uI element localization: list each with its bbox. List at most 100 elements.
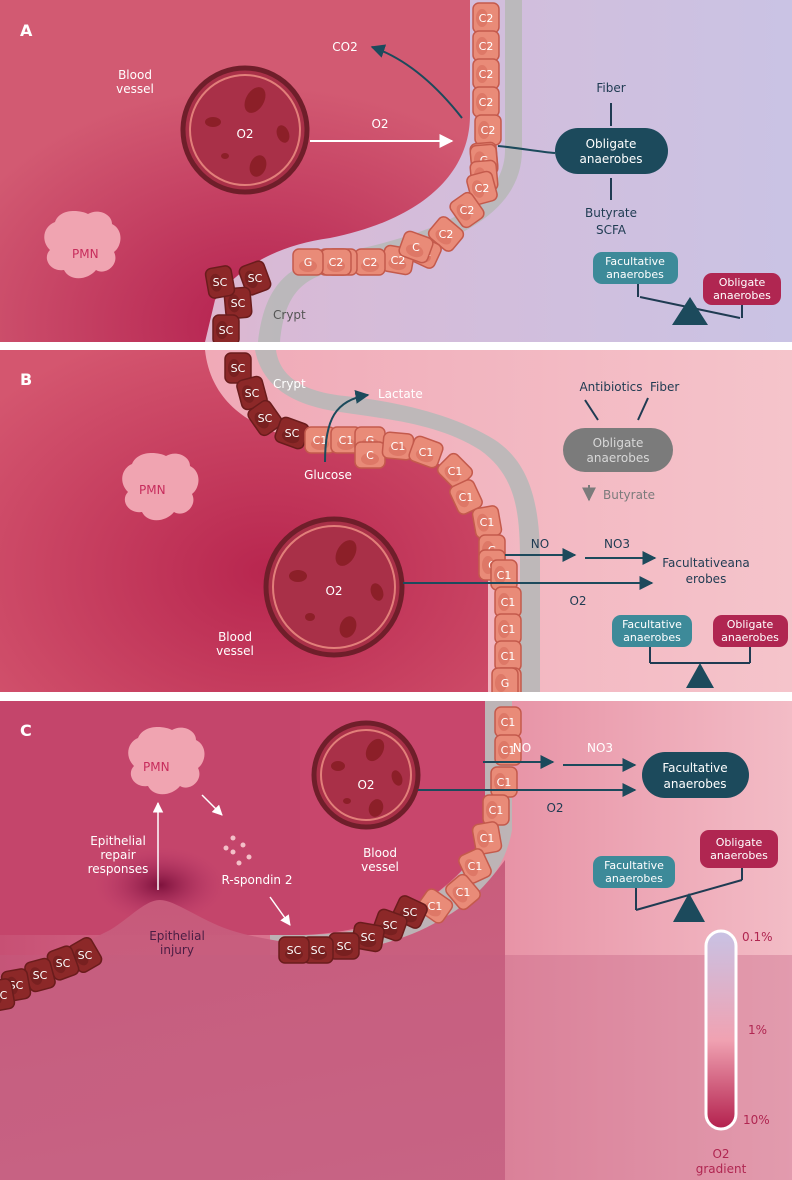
scale-label-line1: O2 <box>712 1147 729 1161</box>
co2-label-a: CO2 <box>332 40 357 54</box>
repair-label-c-line1: Epithelial <box>90 834 146 848</box>
cell-label: C1 <box>448 465 463 478</box>
epithelial-cell <box>0 978 16 1012</box>
facultative-pill-a-line1: Facultative <box>605 255 665 268</box>
o2-arrow-label-a: O2 <box>371 117 388 131</box>
pmn-label-b: PMN <box>139 483 166 497</box>
repair-label-c-line3: responses <box>88 862 149 876</box>
cell-label: C2 <box>460 204 475 217</box>
epithelial-cell <box>416 888 454 924</box>
obligate-pill-c <box>700 830 778 868</box>
blood-vessel-label-b-line1: Blood <box>218 630 252 644</box>
obligate-anaerobes-pill-a-line2: anaerobes <box>580 152 643 166</box>
pmn-to-rspondin-arrow-c <box>201 794 223 816</box>
cell-label: SC <box>245 387 260 400</box>
cell-label: C2 <box>391 254 406 267</box>
no3-label-b: NO3 <box>604 537 630 551</box>
lumen-mound-c <box>0 860 505 1180</box>
injury-label-c-line2: injury <box>160 943 194 957</box>
cell-label: C1 <box>501 623 516 636</box>
obligate-anaerobes-pill-b-line2: anaerobes <box>587 451 650 465</box>
blood-vessel-label-a-line1: Blood <box>118 68 152 82</box>
cell-label: C1 <box>313 434 328 447</box>
epithelial-cell <box>427 216 465 252</box>
cell-label: C <box>366 449 374 462</box>
cell-label: SC <box>0 989 8 1002</box>
scale-mid-label: 1% <box>748 1023 767 1037</box>
butyrate-label-a: Butyrate <box>585 206 637 220</box>
cell-label: C <box>412 241 420 254</box>
mucus-layer-b <box>255 350 540 692</box>
balance-b <box>649 645 751 688</box>
epithelial-cell <box>494 706 522 738</box>
obligate-pill-b-line1: Obligate <box>727 618 774 631</box>
separator-bc <box>0 692 792 701</box>
cell-label: C2 <box>479 96 494 109</box>
injury-glow-c <box>95 847 225 923</box>
lumen-shade-c <box>0 955 792 1180</box>
epithelial-cell <box>436 452 474 490</box>
cell-label: C1 <box>501 744 516 757</box>
facultative-anaerobes-pill-c-line1: Facultative <box>662 761 727 775</box>
obligate-pill-a-line1: Obligate <box>719 276 766 289</box>
cell-label: C1 <box>456 886 471 899</box>
mucus-layer-a <box>258 0 522 342</box>
fiber-line-b <box>637 397 649 421</box>
blood-vessel-label-a-line2: vessel <box>116 82 154 96</box>
vessel-o2-label-c: O2 <box>357 778 374 792</box>
cell-label: C1 <box>419 446 434 459</box>
cell-label: C1 <box>391 440 406 453</box>
epithelial-cell <box>381 431 415 461</box>
red-blood-cells-a <box>205 87 290 177</box>
vessel-o2-label-b: O2 <box>325 584 342 598</box>
facultative-pill-c-line1: Facultative <box>604 859 664 872</box>
obligate-anaerobes-pill-a <box>555 128 668 174</box>
epithelial-cell <box>212 314 240 342</box>
vessel-o2-label-a: O2 <box>236 127 253 141</box>
cell-label: SC <box>56 957 71 970</box>
cell-label: C1 <box>468 860 483 873</box>
repair-label-c-line2: repair <box>100 848 135 862</box>
cell-label: SC <box>383 919 398 932</box>
lactate-label-b: Lactate <box>378 387 423 401</box>
epithelial-cell <box>408 435 444 469</box>
epithelial-cell <box>471 821 503 855</box>
pmn-a <box>44 211 121 279</box>
epithelial-cell <box>236 375 268 411</box>
glucose-label-b: Glucose <box>304 468 352 482</box>
epithelial-cell <box>224 352 252 384</box>
cell-label: C1 <box>501 596 516 609</box>
pmn-label-c: PMN <box>143 760 170 774</box>
epithelium-a: C2C2C2C2C2C2GCC2C2C2C2C2C2GCC2GCSCSCSCSC <box>204 2 502 342</box>
cell-label: G <box>304 256 313 269</box>
cell-label: SC <box>285 427 300 440</box>
cell-label: SC <box>231 362 246 375</box>
cell-label: C2 <box>329 256 344 269</box>
red-blood-cells-c <box>331 738 403 817</box>
blood-vessel-label-c-line2: vessel <box>361 860 399 874</box>
cell-label: C1 <box>428 900 443 913</box>
cell-label: SC <box>33 969 48 982</box>
cell-label: C1 <box>339 434 354 447</box>
no-label-c: NO <box>513 741 531 755</box>
o2-gradient-scale <box>704 929 738 1131</box>
blood-vessel-a <box>180 65 310 195</box>
cell-label: C2 <box>439 228 454 241</box>
obligate-anaerobes-pill-b <box>563 428 673 472</box>
epithelial-cell <box>274 416 310 450</box>
epithelial-cell <box>494 734 522 766</box>
cell-label: C1 <box>501 716 516 729</box>
obligate-anaerobes-pill-a-line1: Obligate <box>586 137 637 151</box>
epithelial-cell <box>482 794 510 826</box>
cell-label: SC <box>231 297 246 310</box>
cell-label: SC <box>219 324 234 337</box>
epithelial-cell <box>458 848 492 884</box>
cell-label: C2 <box>479 12 494 25</box>
facultative-pill-b-line1: Facultative <box>622 618 682 631</box>
rspondin-label-c: R-spondin 2 <box>221 873 292 887</box>
cell-label: SC <box>337 940 352 953</box>
cell-label: C2 <box>475 182 490 195</box>
pmn-b <box>122 453 199 521</box>
facultative-pill-a-line2: anaerobes <box>606 268 664 281</box>
